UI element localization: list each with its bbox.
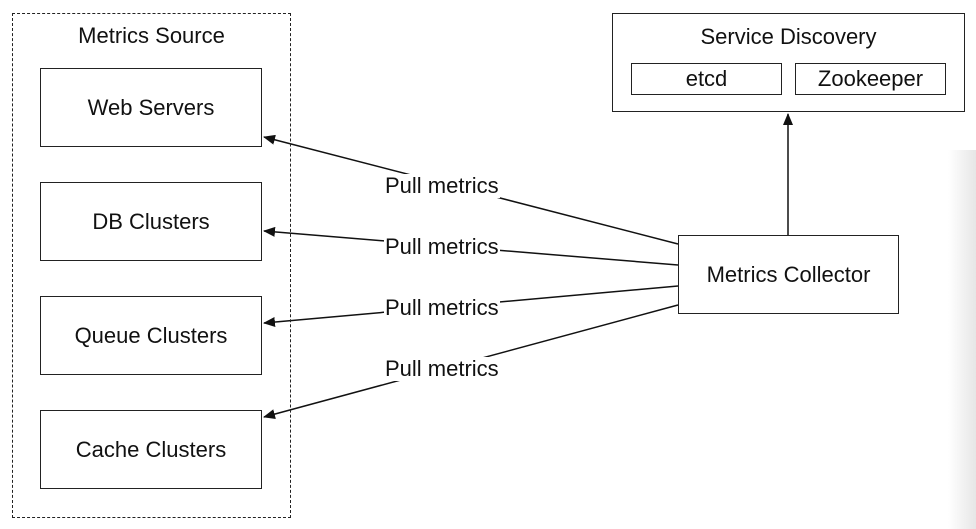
- service-discovery-group: Service Discovery: [612, 13, 965, 112]
- pull-metrics-label-queue: Pull metrics: [384, 295, 500, 320]
- service-discovery-title: Service Discovery: [700, 24, 877, 49]
- web-servers-node: Web Servers: [40, 68, 262, 147]
- db-clusters-node: DB Clusters: [40, 182, 262, 261]
- cache-clusters-node: Cache Clusters: [40, 410, 262, 489]
- right-edge-shadow: [948, 150, 976, 529]
- pull-metrics-label-db: Pull metrics: [384, 234, 500, 259]
- metrics-source-group: Metrics Source: [12, 13, 291, 518]
- queue-clusters-node: Queue Clusters: [40, 296, 262, 375]
- metrics-collector-node: Metrics Collector: [678, 235, 899, 314]
- etcd-node: etcd: [631, 63, 782, 95]
- metrics-source-title: Metrics Source: [78, 23, 225, 48]
- pull-metrics-label-web: Pull metrics: [384, 173, 500, 198]
- zookeeper-node: Zookeeper: [795, 63, 946, 95]
- pull-metrics-label-cache: Pull metrics: [384, 356, 500, 381]
